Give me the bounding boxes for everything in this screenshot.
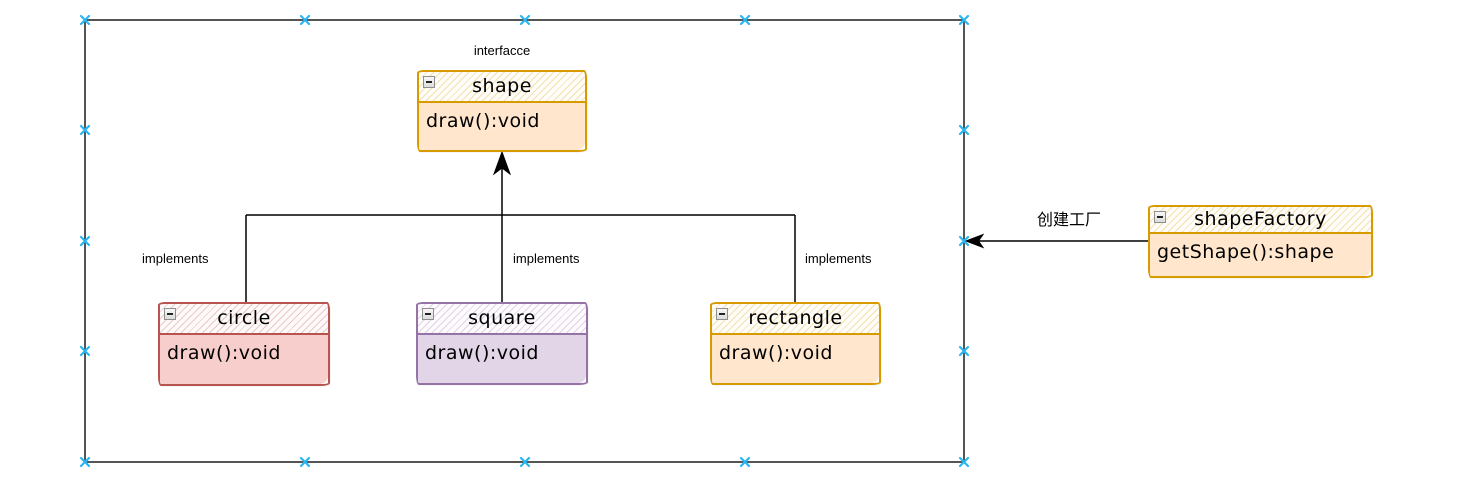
class-method: draw():void	[425, 342, 539, 364]
collapse-icon[interactable]	[423, 76, 435, 88]
connection-point[interactable]	[79, 345, 91, 357]
connection-point[interactable]	[79, 235, 91, 247]
connection-point-handles	[79, 14, 970, 468]
connection-point[interactable]	[958, 235, 970, 247]
connection-point[interactable]	[299, 456, 311, 468]
class-header: shapeFactory	[1150, 207, 1371, 234]
connection-point[interactable]	[958, 124, 970, 136]
connection-point[interactable]	[79, 456, 91, 468]
class-header: shape	[419, 72, 585, 103]
minus-glyph	[719, 313, 725, 315]
class-method: draw():void	[167, 342, 281, 364]
class-box-rectangle[interactable]: rectangle draw():void	[710, 302, 881, 385]
implements-label-left[interactable]: implements	[142, 251, 209, 266]
class-body: getShape():shape	[1150, 234, 1371, 276]
connection-point[interactable]	[958, 456, 970, 468]
connection-point[interactable]	[519, 14, 531, 26]
class-title: rectangle	[748, 307, 843, 329]
connection-point[interactable]	[299, 14, 311, 26]
implements-label-right[interactable]: implements	[805, 251, 872, 266]
class-header: rectangle	[712, 304, 879, 335]
connection-point[interactable]	[79, 14, 91, 26]
interface-label[interactable]: interfacce	[473, 43, 531, 58]
connection-point[interactable]	[958, 345, 970, 357]
class-box-shapefactory[interactable]: shapeFactory getShape():shape	[1148, 205, 1373, 278]
connection-point[interactable]	[958, 14, 970, 26]
implements-label-center[interactable]: implements	[513, 251, 580, 266]
connection-point[interactable]	[519, 456, 531, 468]
class-header: square	[418, 304, 586, 335]
inheritance-arrowhead	[492, 150, 512, 176]
class-method: getShape():shape	[1157, 241, 1335, 263]
collapse-icon[interactable]	[1154, 211, 1166, 223]
minus-glyph	[167, 313, 173, 315]
class-body: draw():void	[160, 335, 328, 384]
class-title: square	[468, 307, 536, 329]
class-header: circle	[160, 304, 328, 335]
class-title: shape	[472, 75, 532, 97]
inheritance-connector[interactable]	[245, 150, 796, 302]
class-box-square[interactable]: square draw():void	[416, 302, 588, 385]
class-body: draw():void	[418, 335, 586, 383]
class-box-shape[interactable]: shape draw():void	[417, 70, 587, 152]
factory-edge-label[interactable]: 创建工厂	[1037, 212, 1102, 229]
minus-glyph	[1157, 216, 1163, 218]
collapse-icon[interactable]	[422, 308, 434, 320]
factory-arrowhead	[964, 233, 985, 249]
class-body: draw():void	[712, 335, 879, 383]
minus-glyph	[426, 81, 432, 83]
collapse-icon[interactable]	[164, 308, 176, 320]
class-method: draw():void	[719, 342, 833, 364]
class-box-circle[interactable]: circle draw():void	[158, 302, 330, 386]
connection-point[interactable]	[739, 14, 751, 26]
connection-point[interactable]	[739, 456, 751, 468]
minus-glyph	[425, 313, 431, 315]
connection-point[interactable]	[79, 124, 91, 136]
class-title: circle	[217, 307, 271, 329]
factory-connector[interactable]	[964, 233, 1148, 249]
collapse-icon[interactable]	[716, 308, 728, 320]
class-title: shapeFactory	[1194, 208, 1327, 230]
class-method: draw():void	[426, 110, 540, 132]
class-body: draw():void	[419, 103, 585, 150]
